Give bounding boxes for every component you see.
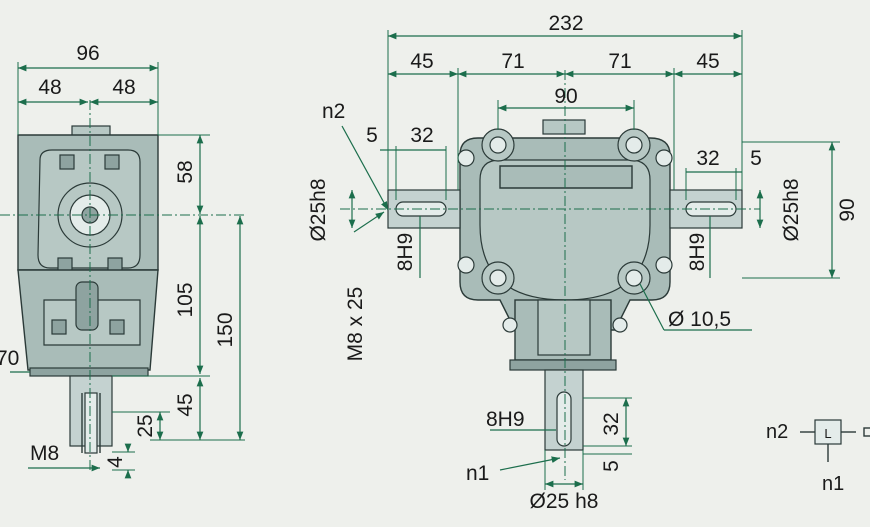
front-label-d25h8-left: Ø25h8 <box>307 178 330 241</box>
front-n1-leader <box>499 456 561 471</box>
side-bolt-6 <box>109 319 125 335</box>
side-dim-48-left: 48 <box>38 76 61 99</box>
front-right-keyway <box>685 201 737 217</box>
front-flange <box>509 359 617 371</box>
front-label-d25h8-bottom: Ø25 h8 <box>530 490 599 513</box>
front-bolt-tl-hole <box>489 136 507 154</box>
front-m8x25-leader <box>353 211 385 233</box>
front-screw-6 <box>612 317 628 333</box>
front-output-keyway <box>556 391 572 447</box>
mini-label-l: L <box>824 426 831 441</box>
front-n2-leader <box>341 125 389 211</box>
front-dim-5-bottom: 5 <box>600 460 623 472</box>
side-dim-4: 4 <box>104 456 127 468</box>
front-screw-1 <box>457 149 475 167</box>
front-bolt-br-hole <box>625 269 643 287</box>
front-view: 232 45 71 71 45 90 n2 5 32 Ø25h8 8H9 M8 … <box>307 12 859 513</box>
front-screw-4 <box>655 256 673 274</box>
front-label-d10-5: Ø 10,5 <box>668 308 731 331</box>
front-dim-90-right: 90 <box>836 198 859 221</box>
side-dim-25: 25 <box>134 414 157 437</box>
side-dim-45: 45 <box>174 393 197 416</box>
front-label-n1: n1 <box>466 462 489 485</box>
side-label-70: 70 <box>0 347 19 370</box>
side-lower-key <box>75 281 99 331</box>
side-bolt-5 <box>51 319 67 335</box>
front-top-boss <box>542 119 586 135</box>
front-cover-top-band <box>499 165 633 189</box>
front-lower-inner <box>537 299 591 356</box>
front-d10-5-leader <box>639 283 665 331</box>
side-dim-48-right: 48 <box>112 76 135 99</box>
front-dim-90-top: 90 <box>554 85 577 108</box>
front-screw-5 <box>502 317 518 333</box>
front-dim-45-left: 45 <box>410 50 433 73</box>
front-screw-3 <box>457 256 475 274</box>
front-dim-45-right: 45 <box>696 50 719 73</box>
front-label-d25h8-right: Ø25h8 <box>780 178 803 241</box>
side-label-m8: M8 <box>30 442 59 465</box>
front-label-8h9-right: 8H9 <box>686 233 709 272</box>
front-label-8h9-bottom: 8H9 <box>486 408 525 431</box>
front-dim-71-left: 71 <box>501 50 524 73</box>
side-bolt-2 <box>104 154 120 170</box>
side-dim-58: 58 <box>174 160 197 183</box>
side-bolt-1 <box>59 154 75 170</box>
front-dim-5-right: 5 <box>750 147 762 170</box>
front-bolt-tr-hole <box>625 136 643 154</box>
front-label-8h9-left: 8H9 <box>394 233 417 272</box>
front-screw-2 <box>655 149 673 167</box>
mini-mark-right <box>863 427 870 437</box>
front-dim-232: 232 <box>548 12 583 35</box>
front-dim-32-bottom: 32 <box>600 412 623 435</box>
side-threaded-hole <box>84 392 98 454</box>
side-flange <box>29 367 149 377</box>
front-label-n2: n2 <box>322 100 345 123</box>
front-dim-32-right: 32 <box>696 147 719 170</box>
mini-schematic: L n2 n1 <box>766 419 870 495</box>
front-dim-71-right: 71 <box>608 50 631 73</box>
side-dim-105: 105 <box>174 282 197 317</box>
mini-label-n2: n2 <box>766 421 788 443</box>
front-bolt-bl-hole <box>489 269 507 287</box>
side-dim-96: 96 <box>76 42 99 65</box>
side-view: 96 48 48 58 105 45 150 25 4 M8 70 <box>0 42 245 479</box>
front-label-m8x25: M8 x 25 <box>344 287 367 362</box>
front-dim-32-left: 32 <box>410 124 433 147</box>
front-dim-5-left: 5 <box>366 124 378 147</box>
side-dim-150: 150 <box>214 312 237 347</box>
mini-label-n1: n1 <box>822 473 844 495</box>
